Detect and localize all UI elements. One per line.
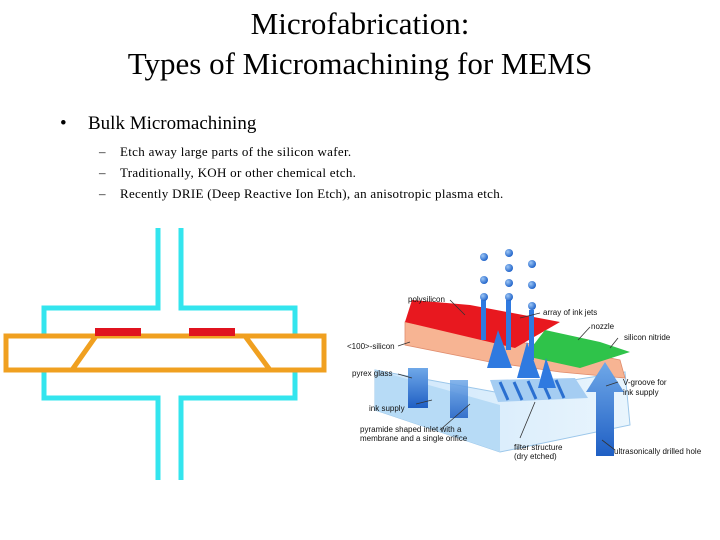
sub-bullet-text: Recently DRIE (Deep Reactive Ion Etch), … bbox=[120, 186, 504, 201]
cyan-lower-channel bbox=[41, 370, 298, 480]
sub-bullet-text: Traditionally, KOH or other chemical etc… bbox=[120, 165, 357, 180]
sub-bullet-item: –Etch away large parts of the silicon wa… bbox=[99, 141, 504, 162]
sub-bullet-list: –Etch away large parts of the silicon wa… bbox=[99, 141, 504, 204]
label-polysilicon: polysilicon bbox=[408, 295, 445, 304]
sub-bullet-text: Etch away large parts of the silicon waf… bbox=[120, 144, 352, 159]
bullet-dot-icon: • bbox=[60, 113, 67, 134]
dash-icon: – bbox=[99, 165, 106, 180]
red-electrode-right bbox=[189, 328, 235, 336]
filter-structure bbox=[490, 378, 588, 402]
label-filter-line1: filter structure bbox=[514, 443, 563, 452]
label-pyramid-line2: membrane and a single orifice bbox=[360, 434, 468, 443]
label-v-groove-line1: V-groove for bbox=[623, 378, 667, 387]
dash-icon: – bbox=[99, 144, 106, 159]
ink-inlet-left bbox=[408, 368, 428, 408]
dash-icon: – bbox=[99, 186, 106, 201]
silicon-nitride-layer bbox=[525, 330, 630, 368]
title-line-2: Types of Micromachining for MEMS bbox=[127, 46, 593, 81]
orange-etched-wafer bbox=[3, 333, 327, 373]
leader-lines bbox=[397, 299, 619, 451]
drilled-hole-arrow bbox=[586, 362, 624, 456]
nozzle-cone bbox=[487, 330, 512, 368]
cyan-upper-channel bbox=[41, 228, 298, 334]
inkjet-illustration: polysilicon array of ink jets nozzle <10… bbox=[347, 249, 702, 461]
title-line-1: Microfabrication: bbox=[250, 6, 470, 41]
ink-inlet-mid bbox=[450, 380, 468, 418]
red-electrode-left bbox=[95, 328, 141, 336]
label-ink-supply: ink supply bbox=[369, 404, 405, 413]
label-array-of-ink-jets: array of ink jets bbox=[543, 308, 597, 317]
label-100-silicon: <100>-silicon bbox=[347, 342, 395, 351]
bullet-text: Bulk Micromachining bbox=[88, 113, 257, 134]
label-v-groove-line2: ink supply bbox=[623, 388, 659, 397]
bulk-etch-schematic bbox=[3, 228, 327, 480]
label-silicon-nitride: silicon nitride bbox=[624, 333, 671, 342]
label-filter-line2: (dry etched) bbox=[514, 452, 557, 461]
bullet-item: • Bulk Micromachining bbox=[60, 113, 256, 135]
slide-title: Microfabrication: Types of Micromachinin… bbox=[0, 4, 720, 84]
label-pyramid-line1: pyramide shaped inlet with a bbox=[360, 425, 462, 434]
ink-jet-streams bbox=[480, 249, 536, 360]
label-nozzle: nozzle bbox=[591, 322, 615, 331]
label-ultrasonically-drilled-hole: ultrasonically drilled hole bbox=[614, 447, 702, 456]
sub-bullet-item: –Recently DRIE (Deep Reactive Ion Etch),… bbox=[99, 183, 504, 204]
label-pyrex-glass: pyrex glass bbox=[352, 369, 392, 378]
sub-bullet-item: –Traditionally, KOH or other chemical et… bbox=[99, 162, 504, 183]
